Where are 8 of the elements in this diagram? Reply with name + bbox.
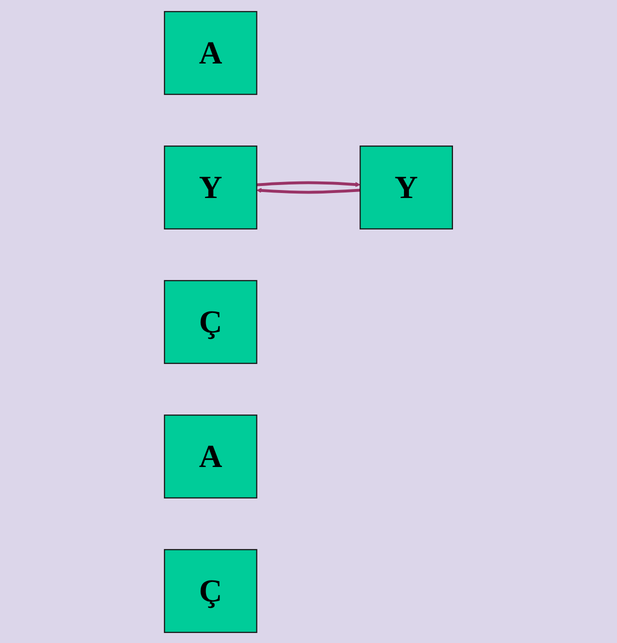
node-box: A: [164, 10, 258, 94]
node-box: Ç: [164, 548, 258, 632]
node-box: A: [164, 414, 258, 498]
node-box: Y: [164, 145, 258, 229]
arrow: [256, 187, 360, 194]
node-box: Ç: [164, 280, 258, 364]
node-box: Y: [360, 145, 454, 229]
arrow: [256, 180, 360, 187]
